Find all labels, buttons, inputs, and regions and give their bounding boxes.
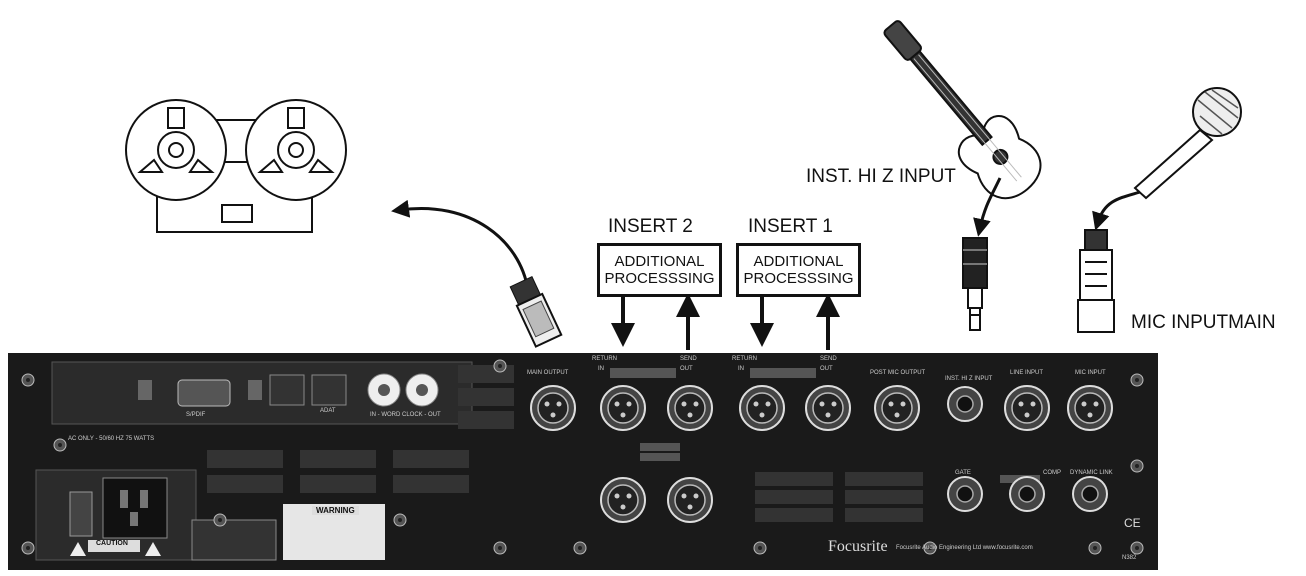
- panel-gate-label: GATE: [955, 470, 971, 476]
- panel-out-label-1: OUT: [820, 366, 833, 372]
- panel-mic-input-label: MIC INPUT: [1075, 370, 1106, 376]
- panel-model-label: N382: [1122, 555, 1137, 561]
- panel-ac-rating-label: AC ONLY - 50/60 HZ 75 WATTS: [68, 436, 155, 442]
- panel-send-label-1: SEND: [820, 356, 837, 362]
- panel-out-label-2: OUT: [680, 366, 693, 372]
- xlr-plug-icon: [509, 276, 563, 348]
- insert-2-box-line1: ADDITIONAL: [614, 253, 705, 270]
- panel-main-output-label: MAIN OUTPUT: [527, 370, 569, 376]
- panel-post-mic-output-label: POST MIC OUTPUT: [870, 370, 926, 376]
- panel-spdif-label: S/PDIF: [186, 412, 206, 418]
- mic-xlr-plug-icon: [1077, 229, 1115, 333]
- insert-1-box-line1: ADDITIONAL: [753, 253, 844, 270]
- tape-machine-icon: [125, 99, 347, 233]
- panel-send-label-2: SEND: [680, 356, 697, 362]
- panel-return-label-1: RETURN: [732, 356, 757, 362]
- panel-ce-mark: CE: [1124, 516, 1141, 530]
- jack-plug-icon: [962, 237, 988, 331]
- panel-caution-label: CAUTION: [92, 540, 132, 547]
- panel-inst-hi-z-label: INST. HI Z INPUT: [945, 376, 993, 382]
- panel-brand-subtitle: Focusrite Audio Engineering Ltd www.focu…: [896, 545, 1033, 551]
- insert-1-box-line2: PROCESSSING: [743, 270, 854, 287]
- panel-brand-logo: Focusrite: [828, 538, 888, 555]
- insert-1-title: INSERT 1: [748, 216, 833, 237]
- mic-input-label: MIC INPUTMAIN: [1131, 312, 1276, 333]
- panel-in-label-1: IN: [738, 366, 744, 372]
- inst-input-label: INST. HI Z INPUT: [806, 166, 956, 187]
- insert-2-processing-box: ADDITIONAL PROCESSSING: [597, 243, 722, 297]
- panel-word-clock-label: IN - WORD CLOCK - OUT: [370, 412, 441, 418]
- panel-comp-label: COMP: [1043, 470, 1061, 476]
- panel-return-label-2: RETURN: [592, 356, 617, 362]
- panel-adat-label: ADAT: [320, 408, 336, 414]
- insert-1-processing-box: ADDITIONAL PROCESSSING: [736, 243, 861, 297]
- insert-2-box-line2: PROCESSSING: [604, 270, 715, 287]
- panel-dynamic-link-label: DYNAMIC LINK: [1070, 470, 1113, 476]
- guitar-icon: [883, 20, 1042, 200]
- panel-warning-label: WARNING: [312, 506, 359, 515]
- microphone-icon: [1133, 87, 1242, 200]
- panel-in-label-2: IN: [598, 366, 604, 372]
- rack-rear-panel: [8, 353, 1158, 570]
- insert-2-title: INSERT 2: [608, 216, 693, 237]
- output-cable: [391, 199, 530, 291]
- panel-line-input-label: LINE INPUT: [1010, 370, 1044, 376]
